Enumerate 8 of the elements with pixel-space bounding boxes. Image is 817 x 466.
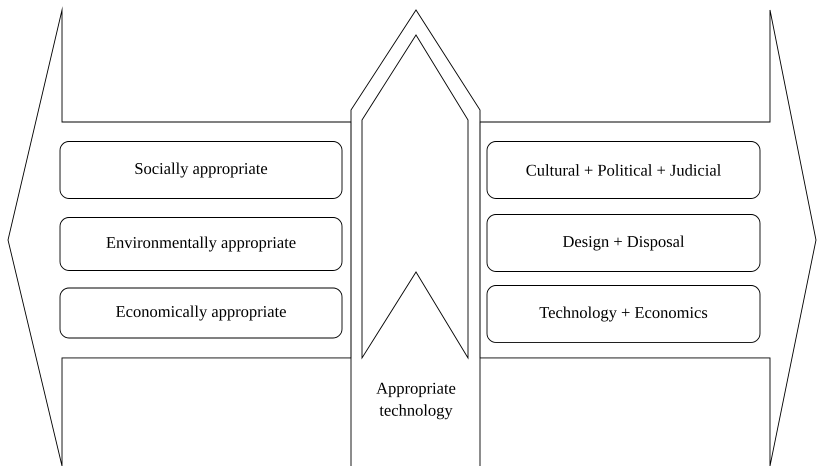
rounded-box: Economically appropriate xyxy=(60,288,342,338)
rounded-box: Socially appropriate xyxy=(60,141,342,199)
rounded-box: Environmentally appropriate xyxy=(60,217,342,271)
node-label: Appropriate technology xyxy=(376,382,456,420)
rounded-box: Technology + Economics xyxy=(486,285,760,343)
rounded-box: Design + Disposal xyxy=(486,214,760,272)
rounded-box: Cultural + Political + Judicial xyxy=(486,141,760,199)
arrow-shape xyxy=(480,10,816,466)
